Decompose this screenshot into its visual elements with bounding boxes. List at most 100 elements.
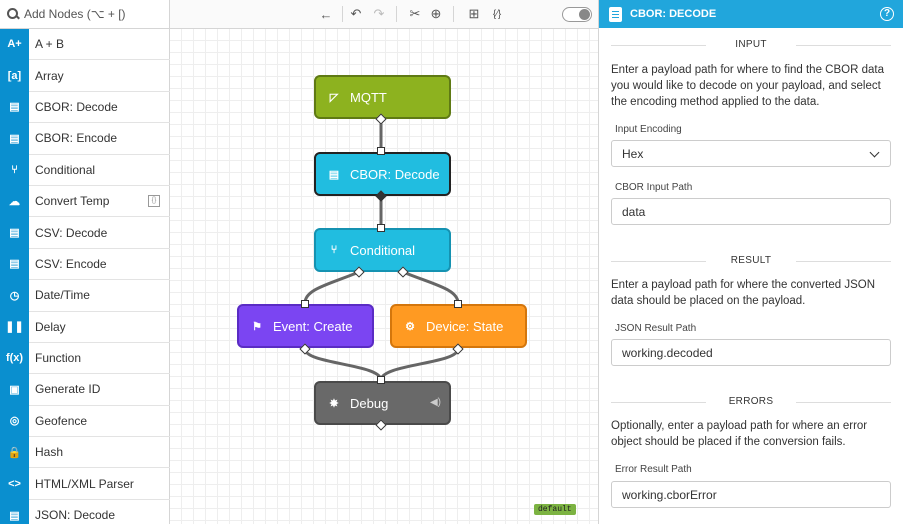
node-label: Debug: [350, 395, 389, 411]
palette-item[interactable]: ◎ Geofence: [0, 405, 170, 438]
input-encoding-select[interactable]: Hex: [611, 140, 891, 167]
palette-item[interactable]: ⑂Conditional: [0, 154, 170, 186]
cut-icon[interactable]: ✂: [409, 6, 421, 21]
workflow-canvas[interactable]: ◸ MQTT ▤ CBOR: Decode ⑂ Conditional ⚑ Ev…: [170, 29, 598, 524]
node-conditional[interactable]: ⑂ Conditional: [314, 228, 451, 272]
version-tag: default: [534, 504, 576, 515]
palette-item[interactable]: ▤ CSV: Decode: [0, 216, 170, 249]
palette-item[interactable]: ▤ CBOR: Decode: [0, 91, 170, 124]
search-icon: [6, 7, 20, 21]
properties-panel: CBOR: DECODE ? INPUT Enter a payload pat…: [598, 0, 903, 524]
cloud-icon: ☁: [0, 185, 29, 217]
palette-item[interactable]: ▤ JSON: Decode: [0, 499, 170, 524]
add-node-icon[interactable]: ⊞: [468, 6, 480, 21]
search-bar: [0, 0, 170, 29]
palette-item[interactable]: ▣ Generate ID: [0, 373, 170, 406]
palette-item[interactable]: ❚❚ Delay: [0, 311, 170, 343]
result-description: Enter a payload path for where the conve…: [611, 279, 876, 307]
search-input[interactable]: [24, 7, 164, 21]
palette-item-label: HTML/XML Parser: [35, 476, 134, 491]
bug-icon: ✸: [329, 397, 339, 410]
math-icon: A+: [0, 28, 29, 60]
palette-item[interactable]: f(x) Function: [0, 342, 170, 375]
variables-icon[interactable]: {⁄}: [492, 8, 502, 20]
palette-item-label: Delay: [35, 319, 66, 334]
array-icon: [a]: [0, 59, 29, 92]
id-card-icon: ▣: [0, 373, 29, 406]
node-palette: A+A + B[a]Array▤CBOR: Decode▤CBOR: Encod…: [0, 0, 170, 524]
palette-item-label: Date/Time: [35, 288, 90, 303]
error-result-path-field[interactable]: working.cborError: [611, 481, 891, 508]
input-port[interactable]: [454, 300, 462, 308]
input-port[interactable]: [377, 147, 385, 155]
function-icon: f(x): [0, 342, 29, 374]
palette-item-label: CBOR: Encode: [35, 131, 118, 146]
wire-conditional-device: [402, 270, 460, 304]
palette-item[interactable]: ◷Date/Time: [0, 279, 170, 312]
debug-toggle[interactable]: [562, 7, 592, 22]
section-heading-result: RESULT: [611, 255, 891, 266]
node-mqtt[interactable]: ◸ MQTT: [314, 75, 451, 119]
json-result-path-field[interactable]: working.decoded: [611, 339, 891, 366]
node-cbor-decode[interactable]: ▤ CBOR: Decode: [314, 152, 451, 196]
cbor-decode-icon: ▤: [0, 91, 29, 123]
input-encoding-label: Input Encoding: [615, 124, 682, 135]
palette-item[interactable]: ▤CBOR: Encode: [0, 122, 170, 155]
field-value: working.decoded: [622, 345, 713, 360]
palette-item-label: CBOR: Decode: [35, 99, 118, 114]
palette-item-label: Generate ID: [35, 382, 101, 397]
panel-header: CBOR: DECODE ?: [599, 0, 903, 28]
palette-item-label: Convert Temp: [35, 194, 110, 209]
palette-item[interactable]: A+A + B: [0, 28, 170, 61]
device-state-icon: ⚙: [405, 320, 415, 333]
field-value: working.cborError: [622, 487, 717, 502]
input-port[interactable]: [301, 300, 309, 308]
palette-item-label: Geofence: [35, 413, 88, 428]
palette-item-label: JSON: Decode: [35, 508, 116, 523]
wire-event-debug: [303, 348, 383, 381]
node-label: Conditional: [350, 242, 416, 258]
panel-title: CBOR: DECODE: [630, 8, 717, 20]
palette-item-label: Function: [35, 351, 82, 366]
node-debug[interactable]: ✸ Debug ◀): [314, 381, 451, 425]
back-arrow-icon[interactable]: ←: [319, 6, 333, 22]
code-icon: <>: [0, 467, 29, 500]
palette-item[interactable]: <> HTML/XML Parser: [0, 467, 170, 500]
palette-item-label: CSV: Decode: [35, 225, 108, 240]
palette-item[interactable]: 🔒Hash: [0, 436, 170, 469]
zoom-icon[interactable]: ⊕: [430, 6, 442, 21]
cbor-input-path-label: CBOR Input Path: [615, 182, 693, 193]
input-description: Enter a payload path for where to find t…: [611, 64, 884, 108]
redo-icon[interactable]: ↷: [373, 6, 385, 21]
field-value: data: [622, 204, 646, 219]
chevron-down-icon: [869, 147, 880, 158]
node-event-create[interactable]: ⚑ Event: Create: [237, 304, 374, 348]
palette-item-label: Array: [35, 68, 64, 83]
palette-item[interactable]: ▤CSV: Encode: [0, 248, 170, 281]
input-port[interactable]: [377, 224, 385, 232]
wire-conditional-event: [303, 270, 360, 304]
node-label: CBOR: Decode: [350, 166, 440, 182]
undo-icon[interactable]: ↶: [350, 6, 362, 21]
target-icon: ◎: [0, 405, 29, 437]
cbor-input-path-field[interactable]: data: [611, 198, 891, 225]
node-label: MQTT: [350, 89, 387, 105]
palette-item-label: Hash: [35, 445, 64, 460]
help-icon[interactable]: ?: [880, 7, 894, 21]
event-icon: ⚑: [252, 320, 262, 333]
palette-item[interactable]: [a] Array: [0, 59, 170, 92]
json-decode-icon: ▤: [0, 499, 29, 524]
branch-icon: ⑂: [0, 154, 29, 186]
csv-encode-icon: ▤: [0, 248, 29, 280]
custom-node-badge-icon: {}: [148, 194, 160, 207]
input-port[interactable]: [377, 376, 385, 384]
palette-item[interactable]: ☁ Convert Temp {}: [0, 185, 170, 218]
csv-decode-icon: ▤: [0, 216, 29, 249]
errors-description: Optionally, enter a payload path for whe…: [611, 420, 868, 448]
node-label: Event: Create: [273, 318, 353, 334]
speaker-icon: ◀): [429, 397, 441, 408]
node-device-state[interactable]: ⚙ Device: State: [390, 304, 527, 348]
section-heading-errors: ERRORS: [611, 396, 891, 407]
pause-icon: ❚❚: [0, 311, 29, 343]
node-list: A+A + B[a]Array▤CBOR: Decode▤CBOR: Encod…: [0, 28, 170, 524]
